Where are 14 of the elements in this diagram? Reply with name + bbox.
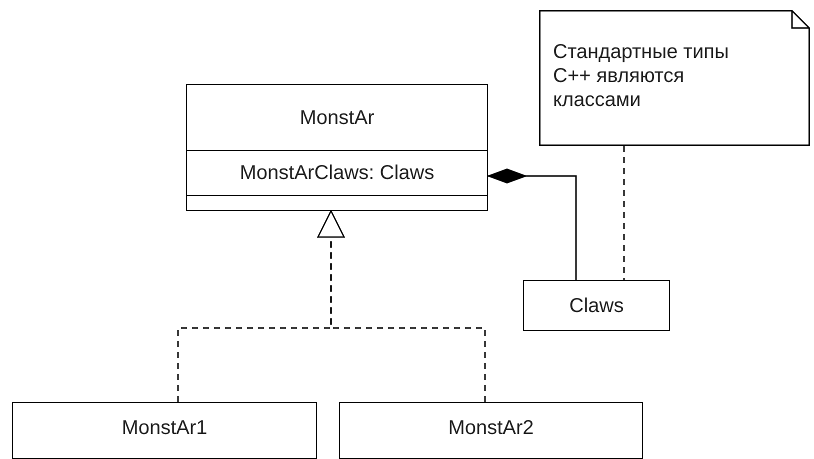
composition-line: [488, 168, 577, 280]
realization-arrow: [317, 210, 486, 402]
class-box: [339, 402, 643, 459]
attribute-text: MonstArClaws: Claws: [240, 161, 434, 185]
class-name: Claws: [569, 294, 624, 318]
class-name: MonstAr1: [122, 416, 208, 440]
note: [539, 10, 810, 146]
class-name: MonstAr2: [448, 416, 534, 440]
note-text: Стандартные типы C++ являются классами: [553, 40, 730, 112]
class-box: [186, 84, 488, 211]
class-box: [12, 402, 317, 459]
note-link: [623, 146, 625, 280]
class-name: MonstAr: [300, 106, 374, 130]
class-box: [523, 280, 670, 331]
